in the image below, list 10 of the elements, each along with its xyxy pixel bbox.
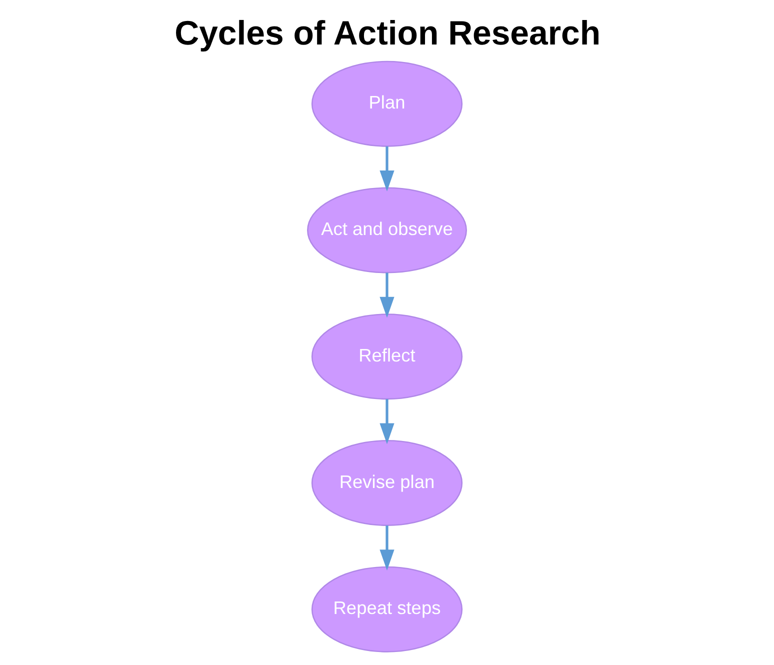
arrow: [380, 272, 394, 318]
node-ellipse: Act and observe: [307, 187, 467, 274]
arrow: [380, 146, 394, 192]
node-ellipse: Revise plan: [311, 440, 463, 526]
node-ellipse: Plan: [311, 60, 463, 147]
node-ellipse: Reflect: [311, 314, 463, 400]
diagram-title: Cycles of Action Research: [174, 14, 601, 52]
arrow: [380, 526, 394, 571]
node-ellipse: Repeat steps: [311, 566, 463, 652]
arrow: [380, 399, 394, 444]
